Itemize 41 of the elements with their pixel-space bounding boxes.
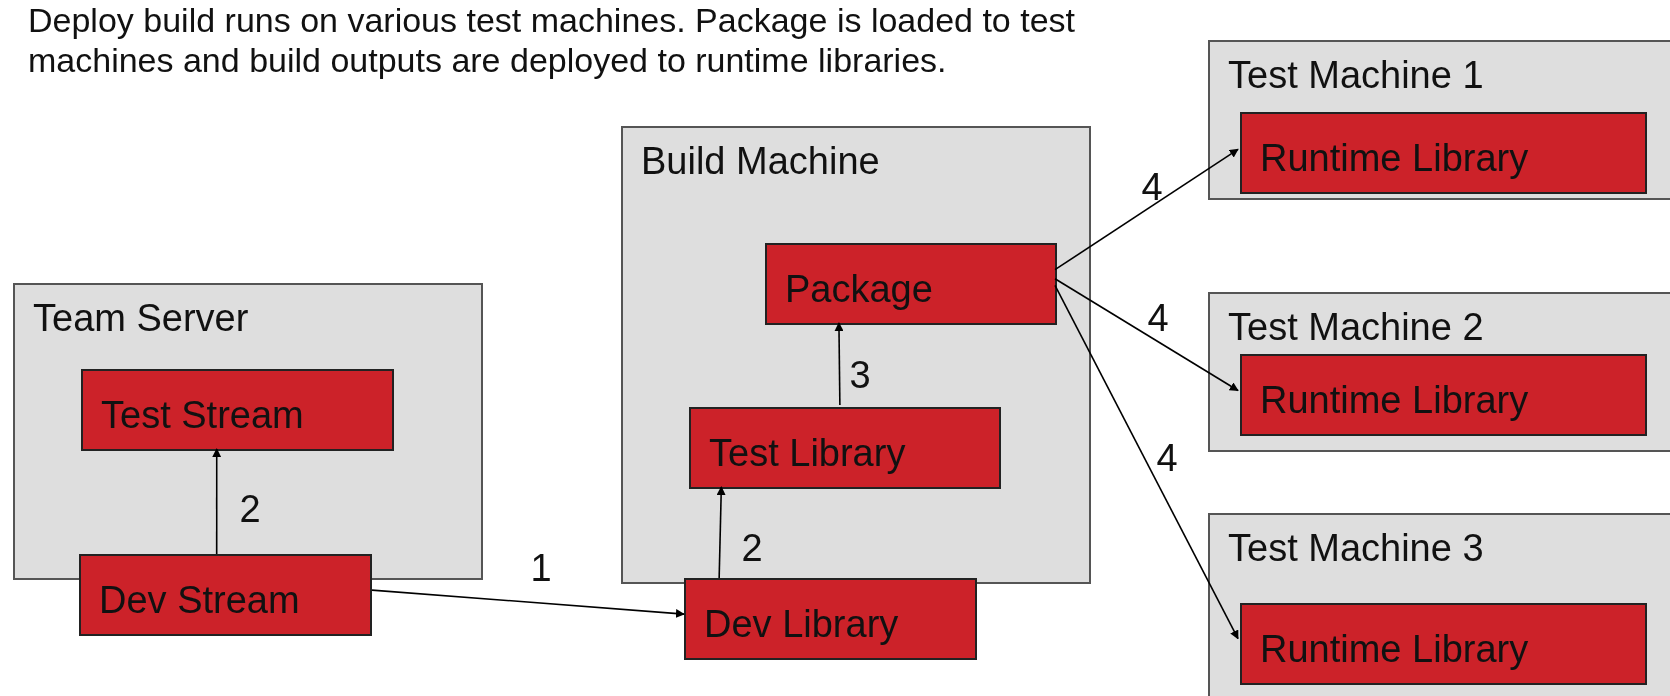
box-label: Runtime Library <box>1260 378 1529 422</box>
component-box <box>79 554 372 636</box>
box-label: Runtime Library <box>1260 627 1529 671</box>
arrow <box>716 486 726 579</box>
edge-label: 3 <box>849 355 871 395</box>
box-label: Team Server <box>33 297 249 340</box>
box-label: Dev Library <box>704 602 899 646</box>
box-label: Test Stream <box>101 393 304 437</box>
machine-box <box>621 126 1091 584</box>
box-label: Test Machine 2 <box>1228 306 1484 349</box>
box-label: Test Library <box>709 431 906 475</box>
machine-box <box>13 283 483 580</box>
box-label: Dev Stream <box>99 578 300 622</box>
edge-label: 2 <box>239 489 261 529</box>
box-label: Build Machine <box>641 140 880 183</box>
component-box <box>1240 603 1647 685</box>
edge-label: 1 <box>530 548 552 588</box>
machine-box <box>1208 292 1670 452</box>
component-box <box>689 407 1001 489</box>
edge-label: 2 <box>741 528 763 568</box>
box-label: Package <box>785 267 933 311</box>
box-label: Test Machine 3 <box>1228 527 1484 570</box>
arrow <box>1054 148 1239 271</box>
edge-label: 4 <box>1156 438 1178 478</box>
arrow <box>371 589 685 618</box>
arrow <box>834 322 844 406</box>
component-box <box>1240 112 1647 194</box>
edge-label: 4 <box>1141 167 1163 207</box>
box-label: Test Machine 1 <box>1228 54 1484 97</box>
arrow <box>212 448 222 555</box>
component-box <box>1240 354 1647 436</box>
edge-label: 4 <box>1147 298 1169 338</box>
component-box <box>765 243 1057 325</box>
arrow <box>1054 277 1239 392</box>
machine-box <box>1208 513 1670 696</box>
machine-box <box>1208 40 1670 200</box>
heading-text: Deploy build runs on various test machines. Package is loaded to test machines and build outputs are deployed to runtime libraries. <box>28 0 1077 80</box>
box-label: Runtime Library <box>1260 136 1529 180</box>
arrow <box>1054 284 1239 640</box>
component-box <box>684 578 977 660</box>
component-box <box>81 369 394 451</box>
